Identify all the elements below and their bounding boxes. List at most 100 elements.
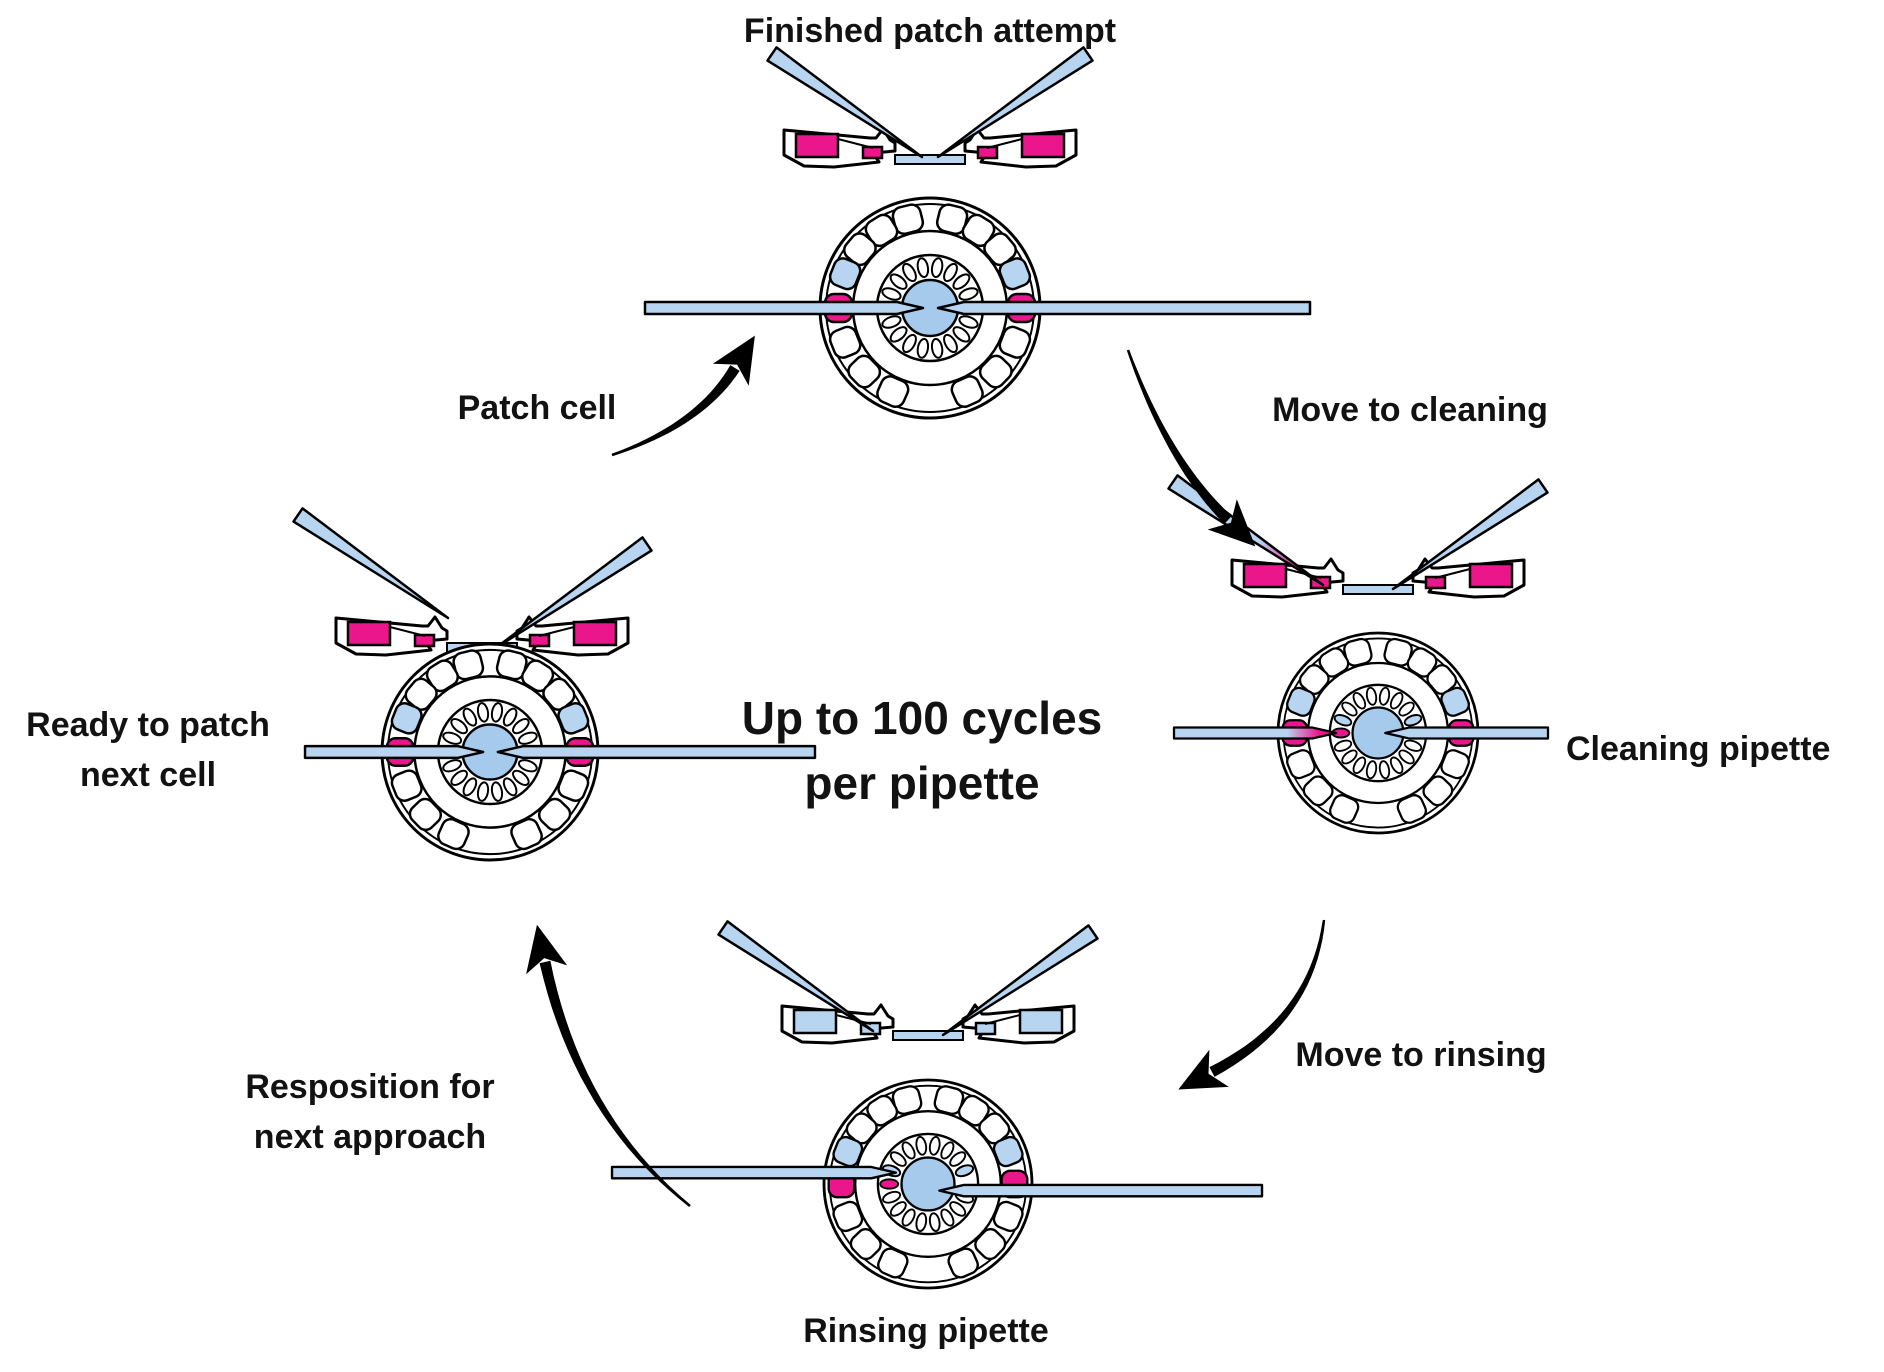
solution-well-large (1020, 132, 1066, 159)
stage-label-ready-line2: next cell (79, 756, 217, 795)
inner-well (442, 759, 463, 773)
right-patch-pipette-plan (936, 300, 1312, 316)
outer-well (832, 1200, 864, 1233)
stage-label-finished-patch-attempt: Finished patch attempt (743, 12, 1117, 50)
right-patch-pipette-plan (938, 1183, 1264, 1198)
blue-inner-well (1403, 714, 1423, 727)
inner-well (476, 781, 490, 802)
outer-well (828, 325, 862, 359)
inner-well (943, 262, 958, 283)
inner-well (928, 1135, 941, 1156)
blue-inner-well (954, 1164, 974, 1178)
inner-well (490, 781, 504, 802)
inner-well (1365, 760, 1378, 780)
left-well-holder (780, 1003, 895, 1045)
arrow-patch-cell (611, 335, 755, 457)
move-to-cleaning-arrowhead (1207, 499, 1256, 547)
solution-well-large (1468, 562, 1514, 589)
left-well-holder (1230, 557, 1345, 599)
blue-inner-well (1333, 714, 1353, 727)
inner-well (916, 337, 930, 359)
outer-well (998, 325, 1032, 359)
arrow-resposition (526, 924, 691, 1207)
outer-well (876, 375, 910, 408)
move-to-rinsing-arrowhead (1178, 1049, 1229, 1090)
inner-well (943, 333, 958, 354)
outer-well (390, 702, 423, 735)
arrow-label-resposition-line1: Resposition for (245, 1068, 495, 1106)
right-patch-pipette (941, 924, 1099, 1037)
left-patch-pipette (717, 920, 875, 1033)
outer-well (390, 769, 423, 802)
outer-well (537, 797, 572, 832)
inner-well (930, 257, 944, 279)
inner-well (915, 1212, 928, 1233)
right-well-holder (961, 1003, 1076, 1045)
center-recording-well (900, 1156, 956, 1212)
outer-well (1286, 686, 1316, 717)
inner-well (915, 1135, 928, 1156)
inner-well (949, 1201, 967, 1217)
outer-well (998, 257, 1032, 291)
inner-well (476, 702, 490, 723)
inner-well (949, 1151, 967, 1167)
inner-well (958, 315, 979, 329)
patch-cell-arrowhead (712, 335, 755, 386)
outer-well (832, 1135, 864, 1168)
inner-well (502, 707, 518, 727)
inner-well (928, 1212, 941, 1233)
left-patch-pipette-plan (1172, 726, 1338, 740)
inner-well (902, 333, 917, 354)
finished-patch-attempt-side-view (766, 46, 1094, 169)
solution-well-large (1242, 562, 1288, 589)
inner-well (1341, 749, 1358, 765)
inner-well (462, 777, 478, 797)
inner-well (517, 759, 538, 773)
outer-well (1329, 794, 1360, 824)
left-patch-pipette (292, 507, 450, 620)
ready-to-patch-next-cell-top-view (303, 642, 817, 862)
outer-well (877, 1247, 909, 1279)
inner-well (512, 769, 530, 786)
inner-well (450, 718, 468, 735)
inner-well (1341, 701, 1358, 717)
left-well-holder (782, 127, 897, 169)
center-caption-line2: per pipette (804, 757, 1040, 810)
outer-well (847, 354, 882, 389)
stage-label-cleaning-pipette: Cleaning pipette (1566, 730, 1831, 768)
center-caption: Up to 100 cycles per pipette (742, 686, 1103, 817)
inner-well (901, 1141, 916, 1160)
inner-well (889, 1151, 907, 1167)
arrow-label-resposition: Resposition for next approach (245, 1062, 494, 1163)
outer-well (1302, 775, 1334, 807)
inner-well (952, 273, 971, 290)
inner-well (490, 702, 504, 723)
stage-label-rinsing-pipette: Rinsing pipette (803, 1312, 1049, 1350)
inner-well (1389, 756, 1404, 775)
inner-well (930, 337, 944, 359)
inner-well (1352, 756, 1367, 775)
left-patch-pipette-plan (303, 744, 485, 760)
outer-well (992, 1200, 1024, 1233)
right-patch-pipette-plan (496, 744, 817, 760)
bath-liquid (894, 154, 966, 165)
inner-well (882, 1190, 902, 1204)
bath-liquid (892, 1030, 964, 1041)
arrow-move-to-cleaning (1126, 349, 1256, 547)
outer-well (408, 797, 443, 832)
outer-well (974, 1228, 1007, 1261)
outer-well (1422, 775, 1454, 807)
inner-well (1403, 739, 1423, 752)
arrow-label-move-to-rinsing: Move to rinsing (1295, 1036, 1547, 1074)
right-patch-pipette (936, 46, 1094, 159)
bath-liquid (1342, 584, 1414, 595)
right-well-holder (963, 127, 1078, 169)
inner-well (958, 287, 979, 301)
inner-well (901, 1208, 916, 1227)
cleaning-pipette-top-view (1172, 631, 1550, 835)
inner-well (442, 731, 463, 745)
inner-well (889, 326, 908, 343)
rinsing-pipette-top-view (610, 1078, 1264, 1290)
inner-well (517, 731, 538, 745)
